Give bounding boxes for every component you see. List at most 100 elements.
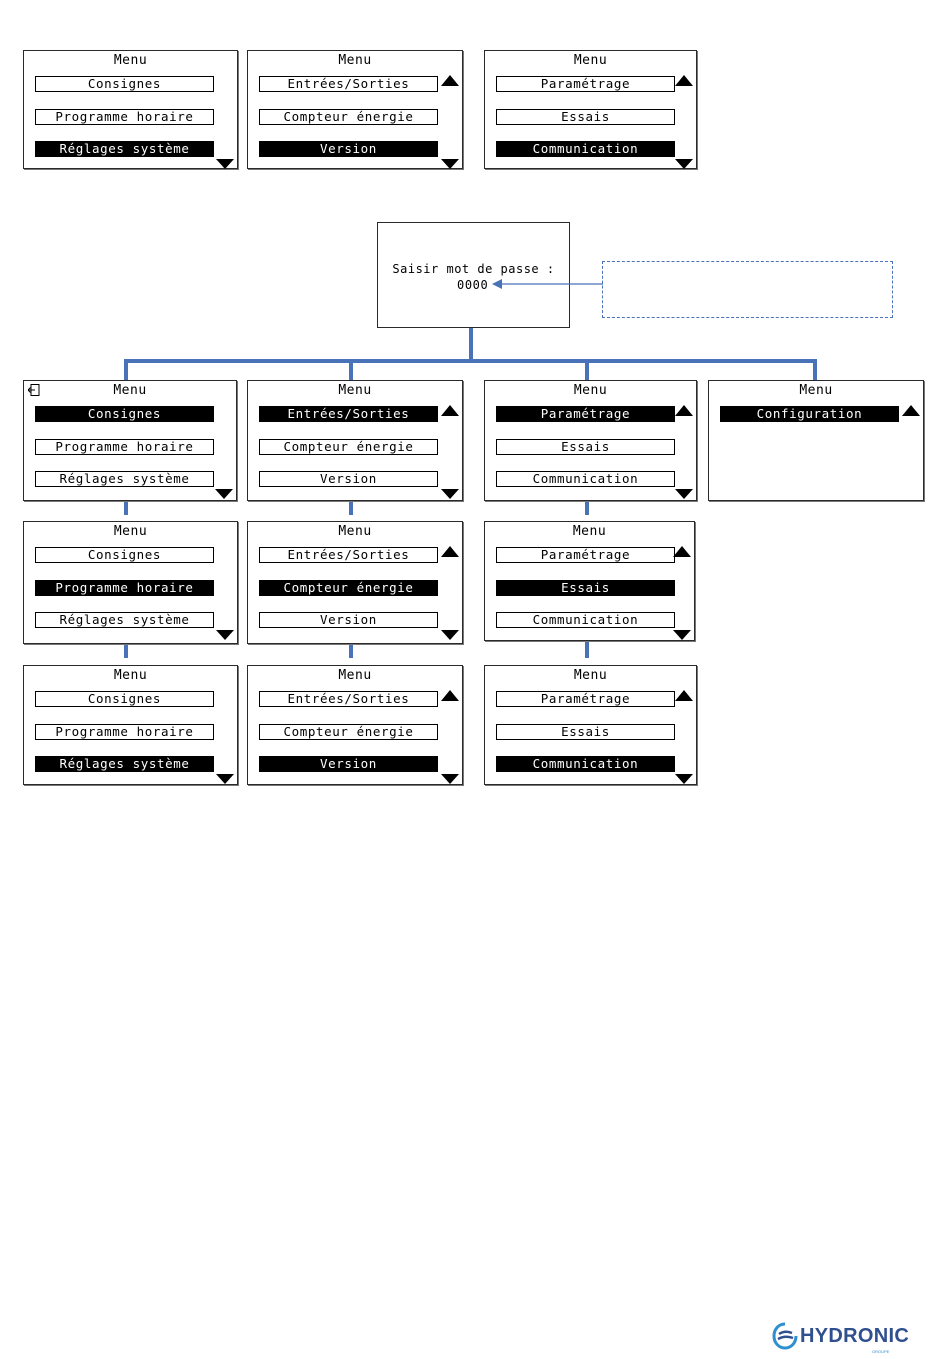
- scroll-down-icon[interactable]: [441, 630, 459, 640]
- menu-item-compteur-energie[interactable]: Compteur énergie: [259, 724, 438, 740]
- scroll-down-icon[interactable]: [216, 774, 234, 784]
- menu-item-programme-horaire[interactable]: Programme horaire: [35, 580, 214, 596]
- callout-box: [602, 261, 893, 318]
- connector-c2-r2-r3: [349, 644, 353, 658]
- connector-bus: [124, 359, 817, 363]
- menu-item-version[interactable]: Version: [259, 141, 438, 157]
- menu-screen-r1-c4: Menu Configuration: [708, 380, 924, 501]
- screen-title: Menu: [573, 383, 608, 398]
- password-input[interactable]: 0000: [457, 278, 489, 292]
- menu-item-version[interactable]: Version: [259, 612, 438, 628]
- menu-item-parametrage[interactable]: Paramétrage: [496, 406, 675, 422]
- menu-screen-top-3: Menu Paramétrage Essais Communication: [484, 50, 697, 169]
- menu-item-communication[interactable]: Communication: [496, 612, 675, 628]
- hydronic-wave-logo-icon: [772, 1322, 798, 1350]
- scroll-up-icon[interactable]: [675, 75, 693, 86]
- screen-title: Menu: [573, 53, 608, 68]
- scroll-up-icon[interactable]: [441, 405, 459, 416]
- connector-c2-r1-r2: [349, 501, 353, 515]
- screen-title: Menu: [338, 668, 372, 683]
- menu-item-programme-horaire[interactable]: Programme horaire: [35, 109, 214, 125]
- screen-title: Menu: [113, 524, 148, 539]
- menu-item-entrees-sorties[interactable]: Entrées/Sorties: [259, 76, 438, 92]
- scroll-down-icon[interactable]: [215, 489, 233, 499]
- connector-drop-1: [124, 359, 128, 380]
- connector-c1-r1-r2: [124, 501, 128, 515]
- menu-item-programme-horaire[interactable]: Programme horaire: [35, 724, 214, 740]
- menu-item-consignes[interactable]: Consignes: [35, 76, 214, 92]
- screen-title: Menu: [113, 383, 147, 398]
- menu-item-parametrage[interactable]: Paramétrage: [496, 547, 675, 563]
- scroll-down-icon[interactable]: [441, 489, 459, 499]
- menu-item-entrees-sorties[interactable]: Entrées/Sorties: [259, 406, 438, 422]
- menu-item-parametrage[interactable]: Paramétrage: [496, 76, 675, 92]
- menu-item-entrees-sorties[interactable]: Entrées/Sorties: [259, 691, 438, 707]
- scroll-down-icon[interactable]: [675, 489, 693, 499]
- scroll-up-icon[interactable]: [902, 405, 920, 416]
- connector-c3-r2-r3: [585, 641, 589, 658]
- screen-title: Menu: [338, 53, 372, 68]
- menu-item-version[interactable]: Version: [259, 471, 438, 487]
- scroll-down-icon[interactable]: [675, 159, 693, 169]
- scroll-down-icon[interactable]: [441, 159, 459, 169]
- menu-item-compteur-energie[interactable]: Compteur énergie: [259, 439, 438, 455]
- menu-item-essais[interactable]: Essais: [496, 439, 675, 455]
- screen-title: Menu: [799, 383, 833, 398]
- password-screen: Saisir mot de passe : 0000: [377, 222, 570, 328]
- scroll-down-icon[interactable]: [216, 630, 234, 640]
- scroll-up-icon[interactable]: [441, 75, 459, 86]
- menu-item-programme-horaire[interactable]: Programme horaire: [35, 439, 214, 455]
- connector-drop-2: [349, 359, 353, 380]
- password-label: Saisir mot de passe :: [392, 262, 555, 276]
- menu-screen-r3-c1: Menu Consignes Programme horaire Réglage…: [23, 665, 238, 785]
- connector-c3-r1-r2: [585, 501, 589, 515]
- menu-screen-top-1: Menu Consignes Programme horaire Réglage…: [23, 50, 238, 169]
- menu-screen-r1-c2: Menu Entrées/Sorties Compteur énergie Ve…: [247, 380, 463, 501]
- menu-item-consignes[interactable]: Consignes: [35, 406, 214, 422]
- menu-item-communication[interactable]: Communication: [496, 471, 675, 487]
- connector-drop-4: [813, 359, 817, 380]
- menu-item-consignes[interactable]: Consignes: [35, 691, 214, 707]
- menu-screen-r2-c1: Menu Consignes Programme horaire Réglage…: [23, 521, 238, 644]
- logo-subtext: GROUPE: [872, 1349, 890, 1354]
- menu-item-communication[interactable]: Communication: [496, 141, 675, 157]
- menu-item-version[interactable]: Version: [259, 756, 438, 772]
- menu-item-reglages-systeme[interactable]: Réglages système: [35, 471, 214, 487]
- menu-item-entrees-sorties[interactable]: Entrées/Sorties: [259, 547, 438, 563]
- menu-screen-r3-c3: Menu Paramétrage Essais Communication: [484, 665, 697, 785]
- menu-item-compteur-energie[interactable]: Compteur énergie: [259, 580, 438, 596]
- menu-screen-r1-c3: Menu Paramétrage Essais Communication: [484, 380, 697, 501]
- menu-item-reglages-systeme[interactable]: Réglages système: [35, 756, 214, 772]
- menu-item-reglages-systeme[interactable]: Réglages système: [35, 141, 214, 157]
- connector-drop-3: [585, 359, 589, 380]
- menu-screen-r1-c1: Menu Consignes Programme horaire Réglage…: [23, 380, 237, 501]
- scroll-up-icon[interactable]: [675, 690, 693, 701]
- scroll-up-icon[interactable]: [441, 546, 459, 557]
- scroll-down-icon[interactable]: [216, 159, 234, 169]
- connector-trunk: [469, 328, 473, 361]
- screen-title: Menu: [113, 668, 148, 683]
- menu-item-reglages-systeme[interactable]: Réglages système: [35, 612, 214, 628]
- back-icon[interactable]: [28, 384, 40, 396]
- screen-title: Menu: [113, 53, 148, 68]
- menu-item-consignes[interactable]: Consignes: [35, 547, 214, 563]
- menu-item-compteur-energie[interactable]: Compteur énergie: [259, 109, 438, 125]
- scroll-down-icon[interactable]: [673, 630, 691, 640]
- scroll-up-icon[interactable]: [675, 405, 693, 416]
- menu-screen-r3-c2: Menu Entrées/Sorties Compteur énergie Ve…: [247, 665, 463, 785]
- scroll-up-icon[interactable]: [441, 690, 459, 701]
- menu-item-parametrage[interactable]: Paramétrage: [496, 691, 675, 707]
- scroll-up-icon[interactable]: [673, 546, 691, 557]
- menu-item-essais[interactable]: Essais: [496, 580, 675, 596]
- menu-item-communication[interactable]: Communication: [496, 756, 675, 772]
- scroll-down-icon[interactable]: [441, 774, 459, 784]
- screen-title: Menu: [338, 524, 372, 539]
- scroll-down-icon[interactable]: [675, 774, 693, 784]
- menu-screen-r2-c3: Menu Paramétrage Essais Communication: [484, 521, 695, 641]
- menu-item-configuration[interactable]: Configuration: [720, 406, 899, 422]
- menu-item-essais[interactable]: Essais: [496, 724, 675, 740]
- connector-c1-r2-r3: [124, 644, 128, 658]
- menu-screen-r2-c2: Menu Entrées/Sorties Compteur énergie Ve…: [247, 521, 463, 644]
- screen-title: Menu: [338, 383, 372, 398]
- menu-item-essais[interactable]: Essais: [496, 109, 675, 125]
